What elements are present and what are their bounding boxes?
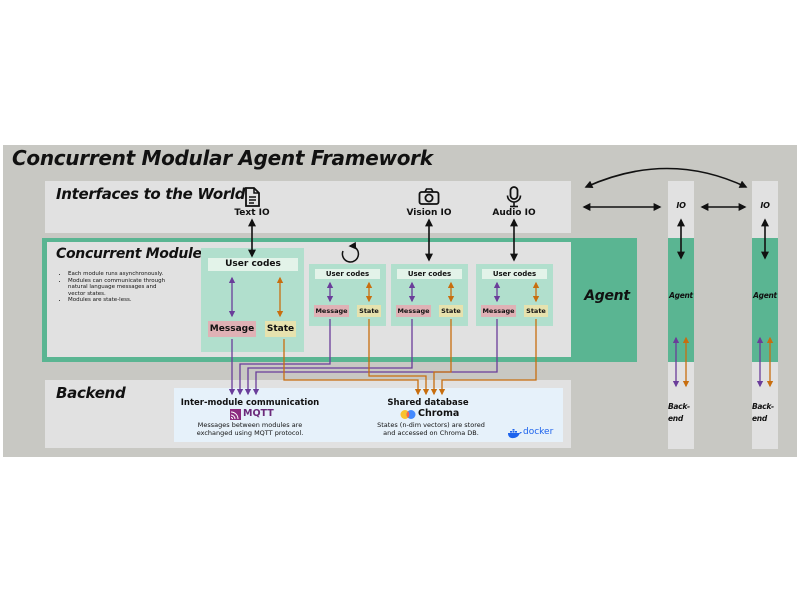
text-io-label: Text IO <box>234 208 270 218</box>
chroma-logo: Chroma <box>400 408 460 421</box>
side-agent-2-label: Agent <box>753 291 777 300</box>
note-1: Each module runs asynchronously. <box>68 271 174 278</box>
agent-label: Agent <box>584 288 630 304</box>
module-main-state: State <box>265 321 296 337</box>
document-icon <box>242 187 262 207</box>
module-3-user-codes: User codes <box>482 269 547 279</box>
audio-io-label: Audio IO <box>492 208 536 218</box>
comm-title: Inter-module communication <box>180 398 320 408</box>
side-agent-1-io: IO <box>676 201 686 210</box>
db-desc: States (n-dim vectors) are stored and ac… <box>377 421 485 437</box>
modules-title: Concurrent Modules <box>56 246 210 262</box>
side-agent-2-io: IO <box>760 201 770 210</box>
diagram-title: Concurrent Modular Agent Framework <box>12 146 433 170</box>
module-1-user-codes: User codes <box>315 269 380 279</box>
docker-logo: docker <box>507 427 559 440</box>
note-2: Modules can communicate through natural … <box>68 278 174 298</box>
module-2-message: Message <box>396 305 431 317</box>
db-title: Shared database <box>387 398 469 408</box>
module-2-user-codes: User codes <box>397 269 462 279</box>
module-main-message: Message <box>208 321 256 337</box>
mqtt-text: MQTT <box>243 408 274 419</box>
module-main-user-codes: User codes <box>208 258 298 271</box>
backend-title: Backend <box>56 384 126 402</box>
interfaces-title: Interfaces to the World <box>56 185 246 203</box>
side-agent-2-backend: Back-end <box>752 402 774 423</box>
mqtt-waves-icon <box>230 409 241 420</box>
vision-io-label: Vision IO <box>406 208 452 218</box>
comm-desc: Messages between modules are exchanged u… <box>196 421 304 437</box>
camera-icon <box>418 187 440 207</box>
note-3: Modules are state-less. <box>68 297 174 304</box>
module-1-state: State <box>357 305 381 317</box>
side-agent-1-backend: Back-end <box>668 402 690 423</box>
docker-text: docker <box>523 427 554 437</box>
modules-notes: Each module runs asynchronously. Modules… <box>58 271 174 304</box>
chroma-icon <box>400 410 416 419</box>
side-agent-1-band <box>668 238 694 362</box>
module-3-message: Message <box>481 305 516 317</box>
microphone-icon <box>505 186 523 208</box>
side-agent-1-label: Agent <box>669 291 693 300</box>
module-3-state: State <box>524 305 548 317</box>
interfaces-panel <box>45 181 571 233</box>
module-1-message: Message <box>314 305 349 317</box>
docker-whale-icon <box>508 429 522 439</box>
chroma-text: Chroma <box>418 408 460 419</box>
module-2-state: State <box>439 305 463 317</box>
mqtt-logo: MQTT <box>230 408 280 420</box>
side-agent-2-band <box>752 238 778 362</box>
